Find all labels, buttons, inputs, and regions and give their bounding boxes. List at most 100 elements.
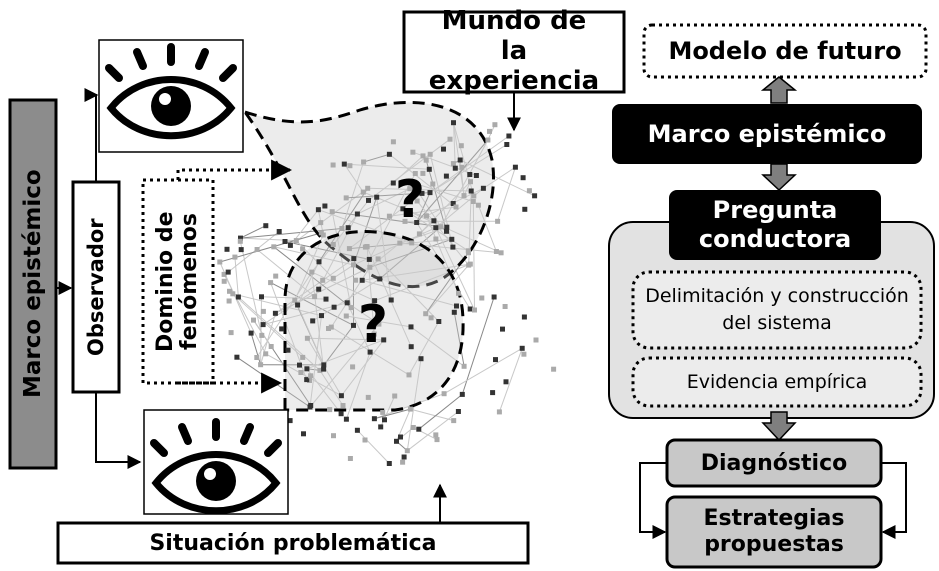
- network-edge: [341, 339, 385, 397]
- network-edge: [309, 323, 380, 408]
- network-edge: [362, 279, 457, 307]
- network-node: [519, 345, 525, 351]
- network-edge: [374, 408, 411, 420]
- network-node: [362, 437, 368, 443]
- network-node: [398, 434, 403, 440]
- network-node: [443, 173, 449, 179]
- network-edge: [379, 226, 442, 280]
- network-edge: [477, 205, 497, 252]
- network-edge: [411, 182, 474, 202]
- network-node: [330, 242, 336, 247]
- network-edge: [256, 249, 315, 297]
- network-node: [371, 416, 377, 422]
- network-node: [230, 291, 236, 297]
- network-node: [227, 288, 232, 294]
- network-node: [316, 259, 322, 265]
- network-node: [282, 239, 288, 244]
- network-node: [320, 277, 326, 283]
- network-edge: [440, 139, 489, 227]
- network-node: [433, 225, 439, 231]
- network-node: [276, 229, 282, 234]
- network-node: [468, 179, 473, 185]
- network-edge: [275, 266, 371, 314]
- network-node: [272, 310, 278, 316]
- network-node: [466, 262, 472, 268]
- network-node: [459, 391, 465, 397]
- network-node: [392, 393, 398, 399]
- network-node: [490, 390, 496, 396]
- network-node: [226, 298, 232, 304]
- network-node: [339, 226, 345, 231]
- network-node: [330, 162, 336, 168]
- network-node: [404, 448, 410, 454]
- network-node: [310, 318, 316, 324]
- network-edge: [367, 187, 472, 192]
- network-node: [493, 357, 498, 363]
- network-node: [300, 354, 306, 360]
- network-edge: [406, 411, 459, 452]
- network-node: [322, 203, 328, 209]
- arrow-observador-to-top-eye: [95, 94, 97, 182]
- network-node: [287, 418, 293, 424]
- arrow-observador-to-bottom-eye: [95, 392, 142, 469]
- network-node: [532, 193, 538, 199]
- network-node: [295, 302, 301, 308]
- network-node: [287, 242, 293, 248]
- network-edge: [331, 211, 352, 308]
- network-node: [447, 136, 453, 142]
- network-node: [427, 151, 433, 157]
- network-node: [346, 246, 352, 252]
- network-node: [428, 315, 434, 321]
- network-node: [361, 159, 367, 165]
- observador-label: Observador: [84, 218, 108, 356]
- network-node: [298, 370, 304, 375]
- estrategias-label: Estrategias propuestas: [703, 505, 845, 557]
- network-edge: [311, 272, 325, 370]
- network-node: [449, 236, 455, 242]
- network-node: [418, 356, 424, 362]
- network-node: [225, 269, 231, 275]
- network-node: [459, 164, 465, 170]
- network-edge: [366, 246, 412, 347]
- network-node: [367, 264, 373, 270]
- network-node: [502, 304, 508, 309]
- network-node: [304, 377, 310, 383]
- arrow-down-gray-2: [761, 411, 797, 442]
- network-node: [232, 254, 238, 260]
- network-edge: [497, 167, 516, 222]
- network-edge: [309, 315, 322, 408]
- network-node: [259, 332, 265, 338]
- network-node: [407, 186, 413, 192]
- network-node: [319, 313, 324, 319]
- network-node: [400, 206, 406, 212]
- network-node: [520, 175, 526, 181]
- network-node: [228, 330, 234, 336]
- network-edge: [341, 161, 365, 229]
- network-node: [438, 224, 444, 230]
- network-node: [386, 213, 392, 219]
- evidencia-box: [631, 356, 923, 408]
- network-node: [372, 298, 378, 304]
- mundo-box: [402, 10, 626, 94]
- network-edge: [346, 192, 431, 199]
- network-node: [365, 394, 371, 400]
- network-node: [495, 218, 501, 224]
- network-node: [279, 326, 285, 332]
- network-node: [487, 128, 492, 134]
- network-edge: [368, 138, 451, 201]
- network-edge: [410, 408, 454, 422]
- network-node: [457, 157, 463, 163]
- network-node: [467, 306, 473, 312]
- network-node: [451, 120, 456, 126]
- network-node: [343, 195, 349, 201]
- network-node: [254, 355, 260, 360]
- network-node: [221, 271, 227, 277]
- network-node: [238, 235, 243, 241]
- network-node: [493, 249, 499, 254]
- network-node: [307, 404, 313, 410]
- network-node: [331, 304, 337, 310]
- network-node: [235, 294, 241, 300]
- loop-left: [639, 462, 667, 539]
- network-node: [401, 454, 407, 460]
- network-edge: [330, 267, 371, 328]
